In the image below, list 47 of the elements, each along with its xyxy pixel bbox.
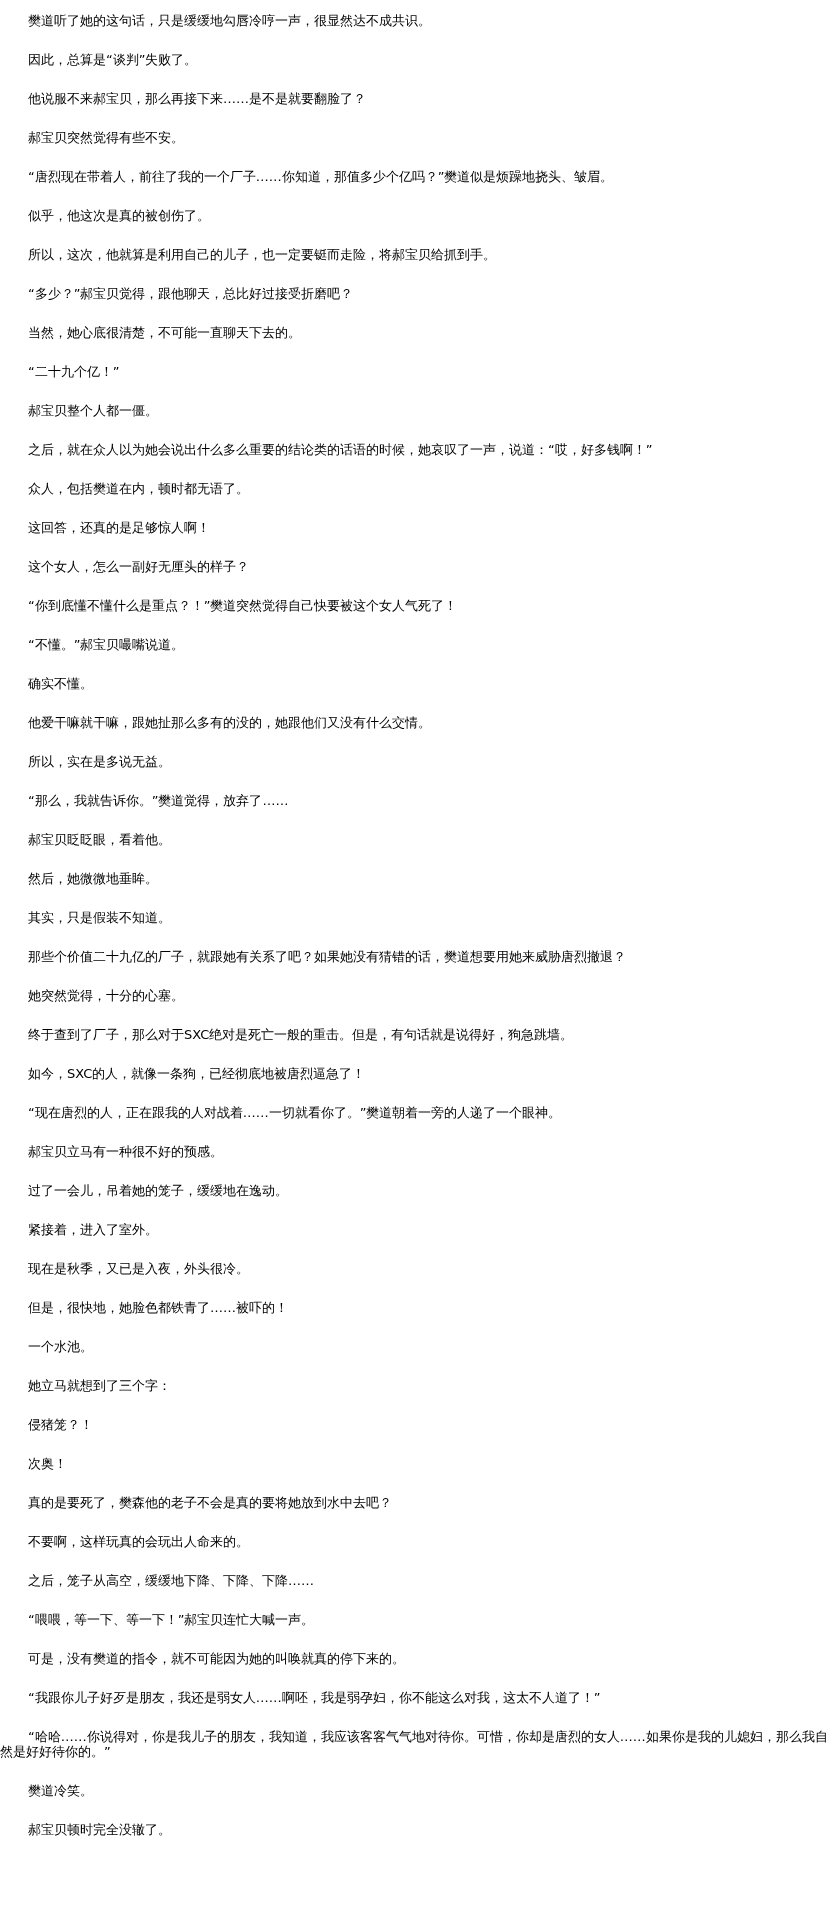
paragraph: 次奥！ xyxy=(27,1456,68,1471)
paragraph: 郝宝贝眨眨眼，看着他。 xyxy=(27,832,172,847)
paragraph: 之后，笼子从高空，缓缓地下降、下降、下降…… xyxy=(27,1573,315,1588)
paragraph: 樊道冷笑。 xyxy=(27,1783,94,1798)
paragraph: 他说服不来郝宝贝，那么再接下来……是不是就要翻脸了？ xyxy=(27,91,367,106)
paragraph: 然后，她微微地垂眸。 xyxy=(27,871,159,886)
paragraph: 这个女人，怎么一副好无厘头的样子？ xyxy=(27,559,250,574)
paragraph: “你到底懂不懂什么是重点？！”樊道突然觉得自己快要被这个女人气死了！ xyxy=(27,598,459,613)
paragraph: “喂喂，等一下、等一下！”郝宝贝连忙大喊一声。 xyxy=(27,1612,316,1627)
paragraph: 似乎，他这次是真的被创伤了。 xyxy=(27,208,211,223)
paragraph: “多少？”郝宝贝觉得，跟他聊天，总比好过接受折磨吧？ xyxy=(27,286,355,301)
paragraph: “我跟你儿子好歹是朋友，我还是弱女人……啊呸，我是弱孕妇，你不能这么对我，这太不人道了！” xyxy=(27,1690,602,1705)
paragraph: 现在是秋季，又已是入夜，外头很冷。 xyxy=(27,1261,250,1276)
paragraph: 众人，包括樊道在内，顿时都无语了。 xyxy=(27,481,250,496)
paragraph: 之后，就在众人以为她会说出什么多么重要的结论类的话语的时候，她哀叹了一声，说道：“哎，好多钱啊！” xyxy=(27,442,654,457)
paragraph: 郝宝贝顿时完全没辙了。 xyxy=(27,1822,172,1837)
paragraph: 樊道听了她的这句话，只是缓缓地勾唇冷哼一声，很显然达不成共识。 xyxy=(27,13,432,28)
paragraph: 郝宝贝整个人都一僵。 xyxy=(27,403,159,418)
paragraph: 但是，很快地，她脸色都铁青了……被吓的！ xyxy=(27,1300,289,1315)
paragraph: “唐烈现在带着人，前往了我的一个厂子……你知道，那值多少个亿吗？”樊道似是烦躁地挠头、皱眉。 xyxy=(27,169,615,184)
paragraph: “二十九个亿！” xyxy=(27,364,121,379)
paragraph: 这回答，还真的是足够惊人啊！ xyxy=(27,520,211,535)
paragraph: 其实，只是假装不知道。 xyxy=(27,910,172,925)
paragraph: 如今，SXC的人，就像一条狗，已经彻底地被唐烈逼急了！ xyxy=(27,1066,367,1081)
paragraph: 郝宝贝立马有一种很不好的预感。 xyxy=(27,1144,224,1159)
paragraph: 过了一会儿，吊着她的笼子，缓缓地在逸动。 xyxy=(27,1183,289,1198)
paragraph: 所以，实在是多说无益。 xyxy=(27,754,172,769)
paragraph: 郝宝贝突然觉得有些不安。 xyxy=(27,130,185,145)
paragraph: 当然，她心底很清楚，不可能一直聊天下去的。 xyxy=(27,325,302,340)
paragraph: 确实不懂。 xyxy=(27,676,94,691)
paragraph: 不要啊，这样玩真的会玩出人命来的。 xyxy=(27,1534,250,1549)
paragraph: 一个水池。 xyxy=(27,1339,94,1354)
paragraph: 他爱干嘛就干嘛，跟她扯那么多有的没的，她跟他们又没有什么交情。 xyxy=(27,715,432,730)
paragraph: 所以，这次，他就算是利用自己的儿子，也一定要铤而走险，将郝宝贝给抓到手。 xyxy=(27,247,497,262)
paragraph: 真的是要死了，樊森他的老子不会是真的要将她放到水中去吧？ xyxy=(27,1495,393,1510)
paragraph: 因此，总算是“谈判”失败了。 xyxy=(27,52,199,67)
paragraph: 终于查到了厂子，那么对于SXC绝对是死亡一般的重击。但是，有句话就是说得好，狗急跳墙。 xyxy=(27,1027,575,1042)
paragraph: 可是，没有樊道的指令，就不可能因为她的叫唤就真的停下来的。 xyxy=(27,1651,406,1666)
paragraph: “现在唐烈的人，正在跟我的人对战着……一切就看你了。”樊道朝着一旁的人递了一个眼神。 xyxy=(27,1105,563,1120)
paragraph: 她立马就想到了三个字： xyxy=(27,1378,172,1393)
paragraph: 侵猪笼？！ xyxy=(27,1417,94,1432)
paragraph: 她突然觉得，十分的心塞。 xyxy=(27,988,185,1003)
paragraph: “不懂。”郝宝贝嘬嘴说道。 xyxy=(27,637,186,652)
paragraph: 紧接着，进入了室外。 xyxy=(27,1222,159,1237)
paragraph: “那么，我就告诉你。”樊道觉得，放弃了…… xyxy=(27,793,290,808)
paragraph: 那些个价值二十九亿的厂子，就跟她有关系了吧？如果她没有猜错的话，樊道想要用她来威胁唐烈撤退？ xyxy=(27,949,627,964)
paragraph: “哈哈……你说得对，你是我儿子的朋友，我知道，我应该客客气气地对待你。可惜，你却是唐烈的女人……如果你是我的儿媳妇，那么我自然是好好待你的。” xyxy=(0,1729,828,1759)
